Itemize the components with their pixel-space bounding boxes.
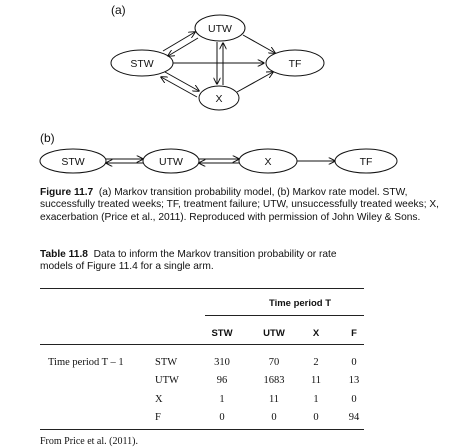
- node-b-utw-label: UTW: [159, 156, 183, 168]
- cell-stw-utw: 70: [268, 357, 280, 368]
- cell-stw-f: 0: [351, 357, 357, 368]
- node-b-x-label: X: [264, 156, 271, 168]
- row-label-x: X: [155, 394, 163, 405]
- node-b-tf: TF: [334, 148, 398, 174]
- node-b-stw: STW: [39, 148, 107, 174]
- cell-x-utw: 11: [268, 394, 280, 405]
- table-source-note: From Price et al. (2011).: [40, 436, 138, 447]
- node-a-stw: STW: [110, 49, 174, 77]
- node-b-stw-label: STW: [61, 156, 84, 168]
- cell-x-x: 1: [313, 394, 319, 405]
- row-group-label: Time period T – 1: [48, 357, 124, 368]
- panel-b-label: (b): [40, 131, 55, 145]
- cell-stw-stw: 310: [214, 357, 230, 368]
- cell-f-f: 94: [348, 412, 360, 423]
- arrow-utw-stw: [168, 37, 199, 56]
- table-bottom-rule: [40, 429, 364, 430]
- table-caption: Table 11.8 Data to inform the Markov tra…: [40, 249, 370, 274]
- arrows-b: [106, 159, 335, 163]
- node-a-tf: TF: [265, 49, 325, 77]
- figure-caption-label: Figure 11.7: [40, 187, 94, 198]
- row-label-f: F: [155, 412, 161, 423]
- node-b-x: X: [238, 148, 298, 174]
- table-caption-label: Table 11.8: [40, 249, 88, 260]
- table-caption-text: Data to inform the Markov transition pro…: [40, 249, 337, 273]
- node-a-tf-label: TF: [289, 58, 302, 70]
- col-header-f: F: [351, 328, 357, 339]
- cell-utw-x: 11: [310, 375, 322, 386]
- cell-utw-f: 13: [348, 375, 360, 386]
- row-label-utw: UTW: [155, 375, 179, 386]
- cell-stw-x: 2: [313, 357, 319, 368]
- cell-x-stw: 1: [219, 394, 225, 405]
- arrow-stw-x: [164, 71, 199, 91]
- node-b-tf-label: TF: [360, 156, 373, 168]
- cell-f-x: 0: [313, 412, 319, 423]
- table-period-header: Time period T: [268, 298, 332, 309]
- figure-caption-text: (a) Markov transition probability model,…: [40, 187, 439, 223]
- node-a-x: X: [198, 85, 240, 111]
- panel-a-label: (a): [111, 3, 126, 17]
- node-a-utw-label: UTW: [208, 23, 232, 35]
- cell-f-utw: 0: [271, 412, 277, 423]
- arrow-x-stw: [161, 77, 198, 98]
- markov-diagram: UTW STW TF X STW UTW X TF: [39, 14, 398, 174]
- arrows-a: [161, 32, 275, 98]
- table-period-rule: [205, 315, 364, 316]
- arrow-x-tf: [236, 72, 273, 93]
- figure-caption: Figure 11.7 (a) Markov transition probab…: [40, 187, 450, 224]
- table-top-rule: [40, 288, 364, 289]
- col-header-x: X: [312, 328, 320, 339]
- table-header-rule: [40, 344, 364, 345]
- node-a-x-label: X: [215, 93, 222, 105]
- col-header-stw: STW: [211, 328, 233, 339]
- node-a-utw: UTW: [194, 14, 246, 42]
- node-b-utw: UTW: [142, 148, 200, 174]
- cell-f-stw: 0: [219, 412, 225, 423]
- arrow-utw-tf: [242, 34, 275, 53]
- node-a-stw-label: STW: [130, 58, 153, 70]
- arrow-stw-utw: [162, 32, 195, 52]
- cell-x-f: 0: [351, 394, 357, 405]
- col-header-utw: UTW: [263, 328, 285, 339]
- row-label-stw: STW: [155, 357, 178, 368]
- cell-utw-utw: 1683: [263, 375, 285, 386]
- cell-utw-stw: 96: [216, 375, 228, 386]
